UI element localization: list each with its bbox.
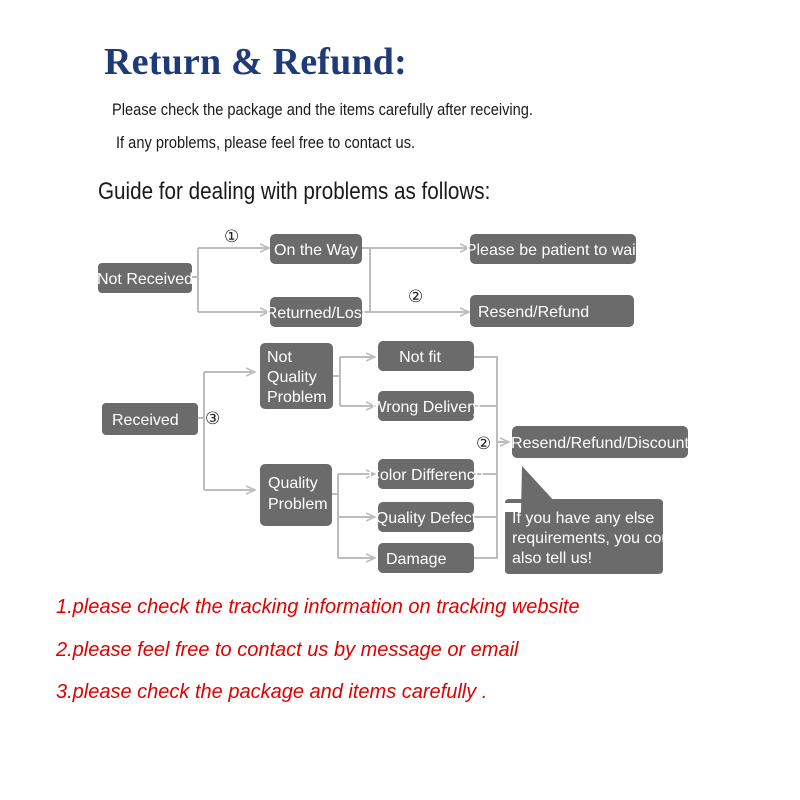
node-resend-refund-label: Resend/Refund	[478, 304, 589, 321]
page-title: Return & Refund:	[104, 41, 407, 83]
note-2: 2.please feel free to contact us by mess…	[56, 639, 519, 661]
node-wrong-delivery: Wrong Delivery	[371, 391, 481, 421]
node-not-fit-label: Not fit	[399, 349, 441, 366]
node-returned-lost-label: Returned/Lost	[266, 305, 367, 322]
node-on-the-way: On the Way	[270, 234, 362, 264]
node-quality-defect: Quality Defect	[376, 502, 477, 532]
speech-line-2: requirements, you could	[512, 530, 683, 547]
node-quality-line-1: Quality	[268, 475, 318, 492]
node-not-quality-problem: Not Quality Problem	[260, 343, 333, 409]
node-not-quality-line-2: Quality	[267, 369, 317, 386]
marker-2-bottom: ②	[476, 434, 491, 454]
node-damage: Damage	[378, 543, 474, 573]
node-be-patient-label: Please be patient to wait	[466, 242, 641, 259]
node-resend-refund-discount-label: Resend/Refund/Discount	[511, 435, 689, 452]
connectors-received	[198, 357, 508, 558]
speech-bubble: If you have any else requirements, you c…	[505, 466, 683, 574]
node-not-fit: Not fit	[378, 341, 474, 371]
note-1: 1.please check the tracking information …	[56, 596, 580, 618]
node-be-patient: Please be patient to wait	[466, 234, 641, 264]
node-not-quality-line-1: Not	[267, 349, 292, 366]
node-returned-lost: Returned/Lost	[266, 297, 367, 327]
marker-3: ③	[205, 409, 220, 429]
node-quality-problem: Quality Problem	[260, 464, 332, 526]
node-resend-refund: Resend/Refund	[470, 295, 634, 327]
node-on-the-way-label: On the Way	[274, 242, 358, 259]
intro-line-1: Please check the package and the items c…	[112, 100, 533, 119]
connectors-not-received	[192, 248, 468, 312]
node-color-difference: Color Difference	[368, 459, 484, 489]
node-not-quality-line-3: Problem	[267, 389, 327, 406]
guide-heading: Guide for dealing with problems as follo…	[98, 178, 491, 205]
intro-line-2: If any problems, please feel free to con…	[116, 133, 416, 152]
node-quality-defect-label: Quality Defect	[376, 510, 477, 527]
node-damage-label: Damage	[386, 551, 447, 568]
node-received-label: Received	[112, 412, 179, 429]
node-not-received: Not Received	[97, 263, 193, 293]
marker-1: ①	[224, 227, 239, 247]
node-resend-refund-discount: Resend/Refund/Discount	[511, 426, 689, 458]
node-wrong-delivery-label: Wrong Delivery	[371, 399, 480, 416]
node-received: Received	[102, 403, 198, 435]
marker-2-top: ②	[408, 287, 423, 307]
speech-line-3: also tell us!	[512, 550, 592, 567]
note-3: 3.please check the package and items car…	[56, 681, 488, 703]
node-not-received-label: Not Received	[97, 271, 193, 288]
speech-line-1: If you have any else	[512, 510, 654, 527]
node-color-difference-label: Color Difference	[368, 467, 483, 484]
node-quality-line-2: Problem	[268, 496, 328, 513]
